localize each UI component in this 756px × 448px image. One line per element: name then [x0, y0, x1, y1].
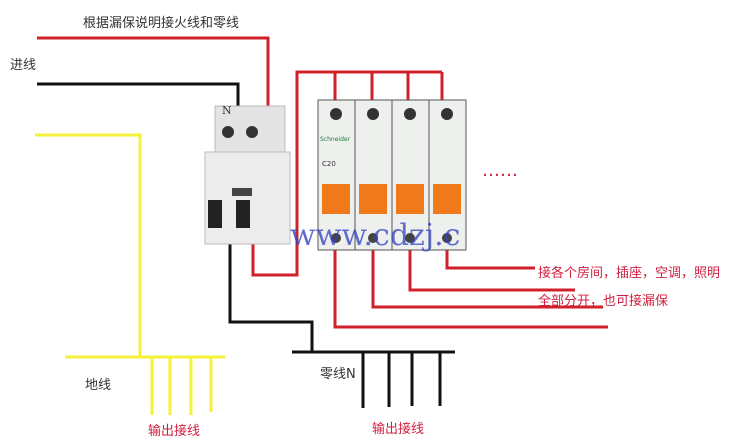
rcd-n-label: N	[222, 104, 232, 117]
breaker	[391, 99, 430, 251]
ground-wire	[35, 133, 142, 357]
neutral-label: 零线N	[320, 367, 356, 382]
neutral-output-label: 输出接线	[372, 422, 425, 437]
breaker	[354, 99, 393, 251]
rcd-neutral-out-wire	[228, 240, 314, 352]
rcd-live-out-wire	[251, 70, 442, 277]
neutral-input-wire	[37, 82, 240, 118]
ellipsis: ……	[482, 160, 518, 181]
breaker	[428, 99, 467, 251]
ground-label: 地线	[85, 378, 112, 393]
incoming-label: 进线	[10, 58, 37, 73]
top-note: 根据漏保说明接火线和零线	[83, 16, 240, 31]
breaker-brand: Schneider	[320, 136, 351, 143]
breaker-output-1	[333, 248, 608, 329]
ground-output-label: 输出接线	[148, 424, 201, 439]
breaker-output-2	[371, 248, 603, 309]
breaker-output-4	[445, 248, 535, 270]
watermark: www.cdzj.c	[290, 218, 461, 253]
breaker	[317, 99, 356, 251]
breakers	[317, 99, 467, 251]
breaker-rating: C20	[322, 160, 336, 168]
rooms-note-2: 全部分开，也可接漏保	[538, 294, 669, 309]
breaker-output-3	[408, 248, 575, 292]
rcd-device	[204, 105, 291, 245]
rooms-note-1: 接各个房间，插座，空调，照明	[538, 266, 721, 281]
live-input-wire	[37, 36, 270, 112]
